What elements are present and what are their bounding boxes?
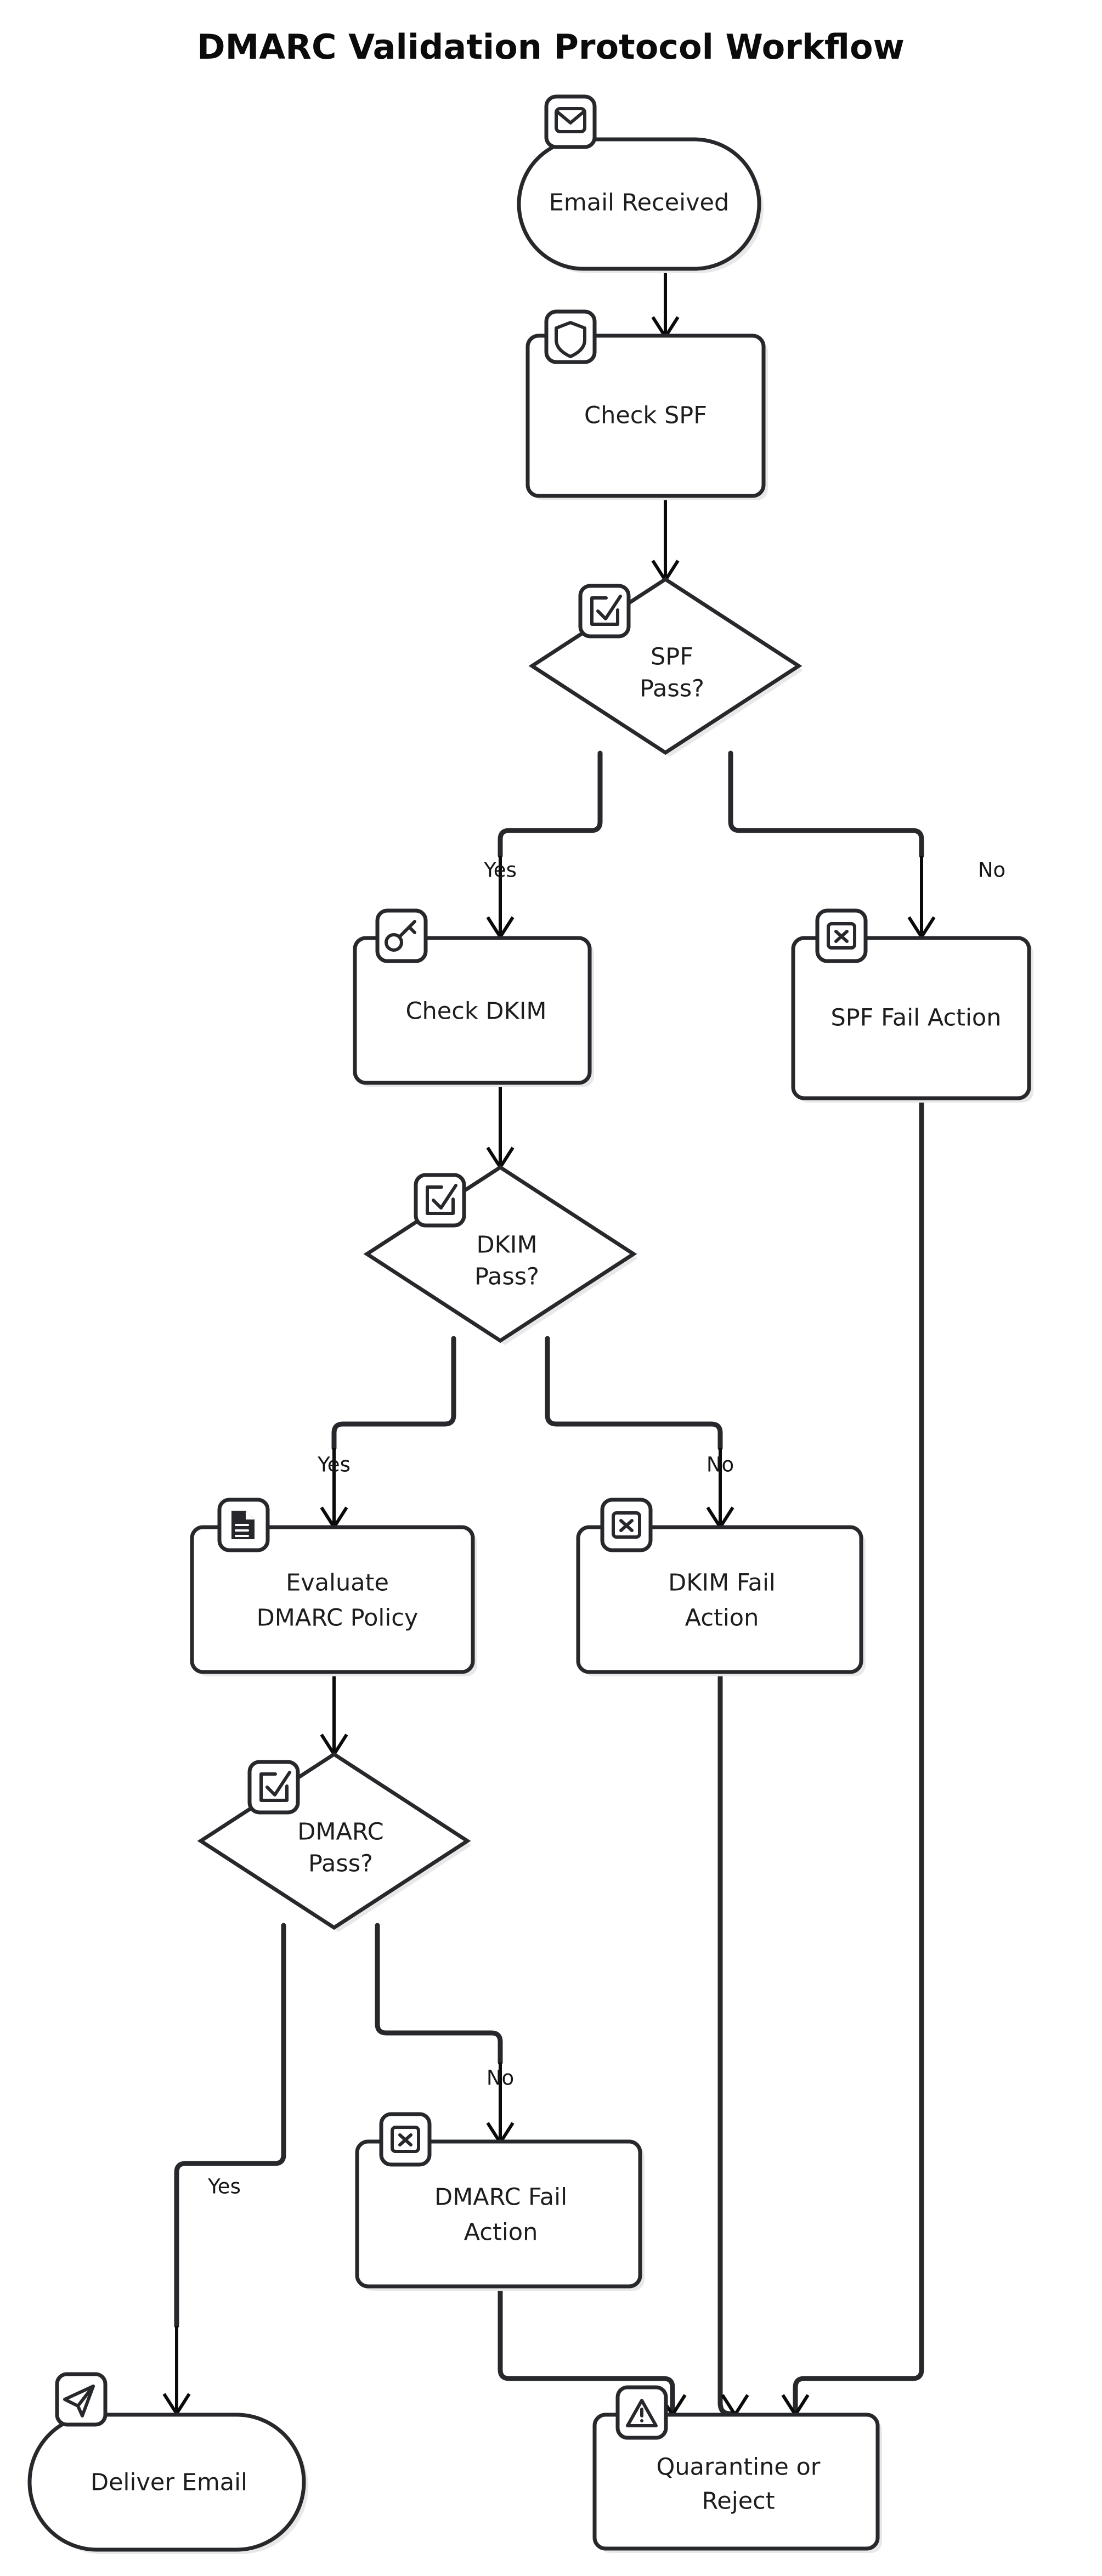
- node-label-spf-fail-action: SPF Fail Action: [831, 1004, 1002, 1032]
- edge-label-dmarc-yes: Yes: [207, 2175, 241, 2199]
- edge-dmarcfail-to-quarantine: [498, 2285, 675, 2416]
- edge-label-dkim-yes: Yes: [317, 1453, 351, 1477]
- edge-spf-no-route: [728, 750, 924, 858]
- warning-triangle-icon: [615, 2385, 668, 2440]
- node-label-dkim-pass-line2: Pass?: [474, 1263, 539, 1291]
- edge-dmarc-no-route: [375, 1923, 503, 2065]
- node-label-spf-pass-line1: SPF: [651, 643, 693, 671]
- node-check-dkim[interactable]: Check DKIM: [353, 908, 594, 1087]
- edge-dkim-yes-route: [331, 1336, 456, 1451]
- node-evaluate-dmarc[interactable]: Evaluate DMARC Policy: [190, 1498, 477, 1676]
- node-label-email-received: Email Received: [549, 189, 730, 217]
- node-spf-pass[interactable]: SPF Pass?: [528, 577, 803, 757]
- node-label-deliver-email: Deliver Email: [91, 2469, 247, 2496]
- edge-label-spf-yes: Yes: [483, 858, 517, 882]
- edge-label-spf-no: No: [978, 858, 1005, 882]
- edge-label-layer: Yes No Yes No Yes No: [207, 858, 1005, 2199]
- checkbox-check-icon: [247, 1760, 300, 1815]
- edge-label-dmarc-no: No: [487, 2066, 514, 2090]
- edge-label-dkim-no: No: [707, 1453, 734, 1477]
- node-label-dmarc-pass-line2: Pass?: [308, 1850, 373, 1878]
- x-square-icon: [379, 2112, 432, 2167]
- node-label-spf-pass-line2: Pass?: [640, 675, 704, 703]
- edge-dkimfail-to-quarantine: [717, 1669, 738, 2416]
- x-square-icon: [600, 1498, 653, 1552]
- envelope-icon: [544, 94, 597, 149]
- key-icon: [375, 908, 428, 963]
- node-dkim-pass[interactable]: DKIM Pass?: [363, 1165, 638, 1345]
- node-check-spf[interactable]: Check SPF: [525, 309, 768, 500]
- node-quarantine-reject[interactable]: Quarantine or Reject: [592, 2385, 882, 2553]
- node-label-evaluate-dmarc-line2: DMARC Policy: [257, 1605, 419, 1632]
- node-label-dmarc-pass-line1: DMARC: [297, 1818, 383, 1846]
- node-label-dkim-pass-line1: DKIM: [476, 1231, 537, 1259]
- node-dmarc-pass[interactable]: DMARC Pass?: [197, 1752, 472, 1932]
- send-icon: [55, 2372, 108, 2427]
- node-email-received[interactable]: Email Received: [517, 94, 764, 273]
- x-square-icon: [815, 908, 868, 963]
- edge-spffail-to-quarantine: [793, 1095, 924, 2416]
- checkbox-check-icon: [578, 584, 631, 639]
- node-dmarc-fail-action[interactable]: DMARC Fail Action: [355, 2112, 645, 2291]
- node-label-dkim-fail-action-line2: Action: [685, 1605, 759, 1632]
- node-label-dmarc-fail-action-line2: Action: [464, 2219, 538, 2246]
- node-spf-fail-action[interactable]: SPF Fail Action: [791, 908, 1033, 1103]
- checkbox-check-icon: [414, 1173, 466, 1228]
- node-label-quarantine-reject-line2: Reject: [702, 2488, 775, 2515]
- node-label-check-dkim: Check DKIM: [405, 998, 546, 1025]
- node-dkim-fail-action[interactable]: DKIM Fail Action: [576, 1498, 866, 1676]
- edge-spf-yes-route: [498, 750, 603, 858]
- page-title: DMARC Validation Protocol Workflow: [197, 27, 905, 67]
- shield-icon: [544, 309, 597, 364]
- node-label-dmarc-fail-action-line1: DMARC Fail: [434, 2184, 567, 2211]
- edge-dmarc-yes-route: [174, 1923, 286, 2329]
- node-label-check-spf: Check SPF: [584, 402, 707, 430]
- edge-dkim-no-route: [545, 1336, 723, 1451]
- node-label-dkim-fail-action-line1: DKIM Fail: [668, 1569, 776, 1597]
- document-icon: [217, 1498, 270, 1552]
- edge-layer: [162, 270, 936, 2416]
- node-deliver-email[interactable]: Deliver Email: [27, 2372, 308, 2554]
- node-label-quarantine-reject-line1: Quarantine or: [657, 2454, 821, 2481]
- node-label-evaluate-dmarc-line1: Evaluate: [286, 1569, 389, 1597]
